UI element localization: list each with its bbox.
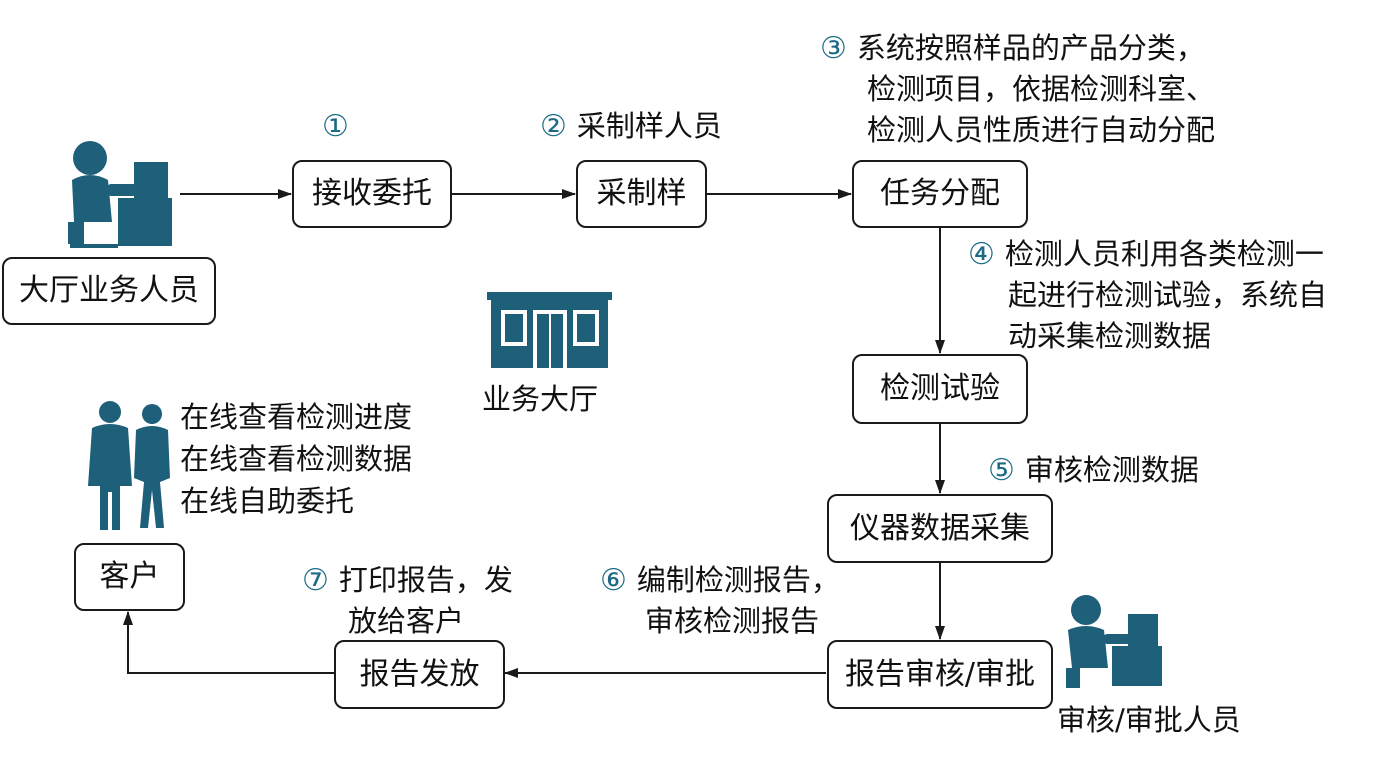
step-7-annotation: ⑦ 打印报告，发 放给客户 xyxy=(302,560,513,642)
step-4-text-line: 检测人员利用各类检测一 xyxy=(1004,237,1324,271)
step-1-number: ① xyxy=(322,109,349,144)
step-4-text-line: 起进行检测试验，系统自 xyxy=(1008,278,1328,312)
service-hall-label: 业务大厅 xyxy=(482,382,599,416)
step-2-annotation: ② 采制样人员 xyxy=(540,106,722,147)
customer-service-item: 在线查看检测进度 xyxy=(180,400,413,434)
process-box-sample: 采制样 xyxy=(576,160,707,228)
process-box-review: 报告审核/审批 xyxy=(827,640,1053,709)
process-box-assign: 任务分配 xyxy=(852,160,1028,228)
service-hall-building-icon xyxy=(487,292,612,368)
step-7-number: ⑦ xyxy=(302,563,329,598)
step-3-annotation: ③ 系统按照样品的产品分类， 检测项目，依据检测科室、 检测人员性质进行自动分配 xyxy=(820,28,1215,151)
step-5-text: 审核检测数据 xyxy=(1024,453,1199,487)
process-box-collect: 仪器数据采集 xyxy=(827,494,1053,563)
step-6-annotation: ⑥ 编制检测报告， 审核检测报告 xyxy=(600,560,840,642)
reviewer-label: 审核/审批人员 xyxy=(1057,703,1241,737)
customer-service-item: 在线查看检测数据 xyxy=(180,442,413,476)
step-3-text-line: 检测项目，依据检测科室、 xyxy=(867,72,1216,106)
actor-box-customer: 客户 xyxy=(74,543,185,611)
step-2-text: 采制样人员 xyxy=(576,109,722,143)
customer-service-item: 在线自助委托 xyxy=(180,484,355,518)
step-2-number: ② xyxy=(540,109,567,144)
step-5-number: ⑤ xyxy=(988,453,1015,488)
process-box-test: 检测试验 xyxy=(852,354,1028,424)
process-box-receive: 接收委托 xyxy=(292,160,452,228)
step-5-annotation: ⑤ 审核检测数据 xyxy=(988,450,1199,491)
step-7-text-line: 放给客户 xyxy=(348,604,465,638)
step-4-number: ④ xyxy=(968,237,995,272)
actor-box-hall-staff: 大厅业务人员 xyxy=(2,257,216,325)
step-3-text-line: 系统按照样品的产品分类， xyxy=(856,31,1205,65)
step-3-text-line: 检测人员性质进行自动分配 xyxy=(867,113,1216,147)
business-people-icon xyxy=(88,401,170,530)
office-worker-icon xyxy=(1066,595,1162,688)
step-4-annotation: ④ 检测人员利用各类检测一 起进行检测试验，系统自 动采集检测数据 xyxy=(968,234,1327,357)
customer-services-list: 在线查看检测进度 在线查看检测数据 在线自助委托 xyxy=(180,396,412,522)
step-1-annotation: ① xyxy=(322,106,359,147)
step-4-text-line: 动采集检测数据 xyxy=(1008,319,1212,353)
step-3-number: ③ xyxy=(820,31,847,66)
process-box-issue: 报告发放 xyxy=(334,640,505,709)
office-worker-icon xyxy=(68,141,172,248)
step-7-text-line: 打印报告，发 xyxy=(338,563,513,597)
step-6-text-line: 审核检测报告 xyxy=(645,604,820,638)
step-6-number: ⑥ xyxy=(600,563,627,598)
step-6-text-line: 编制检测报告， xyxy=(636,563,840,597)
arrow-issue-to-customer xyxy=(123,611,334,674)
